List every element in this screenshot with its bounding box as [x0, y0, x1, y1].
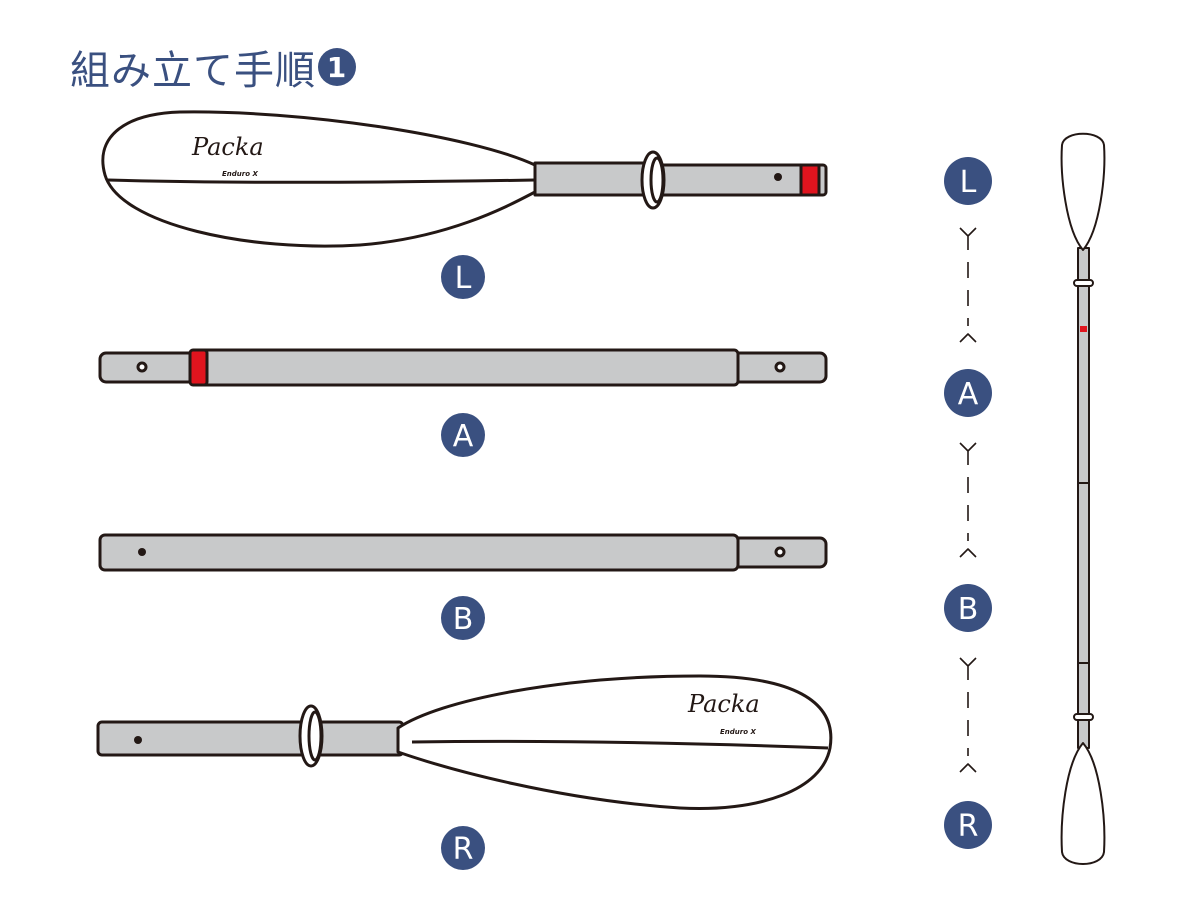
paddle-part-r [96, 674, 833, 810]
label-b: B [453, 602, 474, 637]
step-number-badge: 1 [318, 48, 356, 86]
sequence-label-2: A [958, 377, 979, 412]
sequence-label-4: R [958, 809, 979, 844]
sequence-badge-l [944, 157, 992, 205]
shaft-part-a [98, 348, 828, 387]
model-logo-r: Enduro X [720, 728, 756, 736]
brand-logo-r: Packa [687, 690, 760, 718]
sequence-badge-b [944, 584, 992, 632]
hole-a-left [136, 361, 148, 373]
band-a [188, 348, 209, 387]
sequence-badge-r [944, 801, 992, 849]
sequence-label-3: B [958, 592, 979, 627]
label-r: R [453, 832, 474, 867]
label-a: A [453, 419, 474, 454]
paddle-part-l [101, 110, 828, 248]
page-title: 組み立て手順 1 [70, 38, 356, 96]
model-logo-l: Enduro X [222, 170, 258, 178]
sequence-badge-a [944, 369, 992, 417]
label-l: L [455, 261, 472, 296]
shaft-r [96, 720, 405, 757]
sequence-label-1: L [960, 165, 977, 200]
band-l [799, 163, 821, 197]
blade-l [101, 110, 537, 248]
assembled-paddle [1060, 132, 1106, 865]
title-text: 組み立て手順 [70, 48, 316, 94]
hole-a-right [774, 361, 786, 373]
shaft-l-inner [533, 161, 655, 197]
connectors [959, 227, 977, 773]
button-r [134, 736, 142, 744]
label-badge-l [441, 255, 485, 299]
brand-logo-l: Packa [191, 133, 264, 161]
label-badge-a [441, 413, 485, 457]
button-l [774, 173, 782, 181]
button-b [138, 548, 146, 556]
shaft-part-b [98, 533, 828, 572]
label-badge-b [441, 596, 485, 640]
hole-b-right [774, 546, 786, 558]
label-badge-r [441, 826, 485, 870]
